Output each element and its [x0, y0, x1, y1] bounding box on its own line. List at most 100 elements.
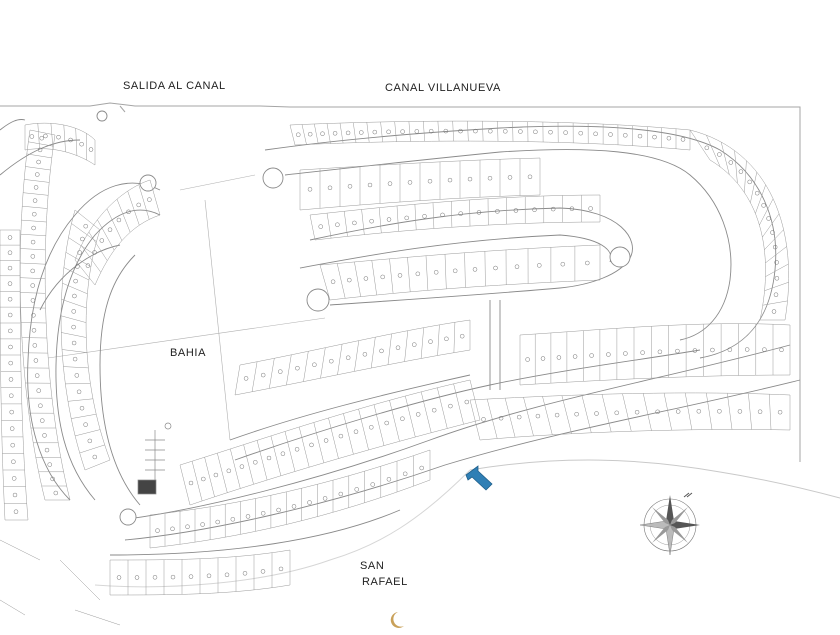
bahia-label: BAHIA	[170, 347, 206, 359]
lot-marker	[267, 456, 271, 460]
lot-marker	[31, 269, 35, 273]
lot-marker	[774, 293, 778, 297]
lot-divider	[623, 394, 632, 432]
lot-divider	[763, 301, 788, 305]
lot-divider	[286, 355, 291, 385]
lot-marker	[590, 354, 594, 358]
lot-divider	[664, 393, 672, 430]
lot-marker	[653, 135, 657, 139]
lot-marker	[171, 527, 175, 531]
lot-divider	[327, 124, 331, 144]
lot-divider	[379, 208, 381, 233]
lot-divider	[75, 260, 95, 285]
lot-marker	[667, 136, 671, 140]
lot-divider	[602, 394, 611, 432]
lot-divider	[290, 125, 295, 145]
lot-marker	[329, 359, 333, 363]
lot-divider	[304, 351, 309, 381]
lot-marker	[705, 146, 709, 150]
lot-marker	[352, 221, 356, 225]
lot-marker	[74, 279, 78, 283]
lot-marker	[473, 267, 477, 271]
lot-divider	[27, 154, 52, 158]
lot-divider	[354, 341, 358, 372]
lot-marker	[156, 529, 160, 533]
crescent-logo-icon	[391, 612, 404, 628]
lot-marker	[346, 356, 350, 360]
lot-marker	[8, 266, 12, 270]
lot-marker	[710, 348, 714, 352]
lot-marker	[468, 177, 472, 181]
lot-divider	[408, 257, 411, 292]
lot-marker	[84, 224, 88, 228]
lot-marker	[54, 491, 58, 495]
lot-marker	[9, 361, 13, 365]
lot-marker	[429, 340, 433, 344]
lot-marker	[321, 132, 325, 136]
lot-edge	[690, 130, 789, 320]
lot-marker	[354, 430, 358, 434]
lot-marker	[11, 443, 15, 447]
lot-edge	[240, 320, 470, 365]
lot-marker	[717, 153, 721, 157]
lot-marker	[10, 410, 14, 414]
lot-edge	[0, 230, 5, 520]
lot-marker	[171, 575, 175, 579]
lot-divider	[340, 123, 343, 143]
lot-marker	[277, 508, 281, 512]
lot-marker	[43, 134, 47, 138]
lot-divider	[314, 124, 318, 144]
lot-marker	[88, 439, 92, 443]
lot-marker	[292, 504, 296, 508]
lot-marker	[403, 472, 407, 476]
lot-marker	[575, 412, 579, 416]
lot-divider	[438, 325, 440, 356]
lot-divider	[748, 394, 751, 430]
lot-marker	[186, 525, 190, 529]
lot-divider	[62, 299, 87, 308]
lot-marker	[328, 186, 332, 190]
lot-divider	[454, 322, 455, 352]
lot-marker	[388, 182, 392, 186]
lot-marker	[281, 452, 285, 456]
lot-edge	[180, 380, 470, 465]
lot-divider	[438, 121, 439, 141]
lot-divider	[81, 246, 101, 273]
lot-edge	[150, 480, 430, 548]
lot-divider	[38, 123, 40, 148]
lot-divider	[765, 282, 789, 291]
lot-marker	[261, 511, 265, 515]
lot-marker	[717, 409, 721, 413]
lot-marker	[459, 129, 463, 133]
lot-marker	[385, 421, 389, 425]
lot-divider	[766, 264, 789, 277]
lot-marker	[308, 132, 312, 136]
lot-marker	[615, 411, 619, 415]
lot-marker	[147, 198, 151, 202]
lot-marker	[638, 134, 642, 138]
lot-marker	[508, 175, 512, 179]
lot-marker	[31, 254, 35, 258]
lot-marker	[585, 261, 589, 265]
lot-marker	[37, 160, 41, 164]
lot-marker	[748, 180, 752, 184]
lot-divider	[64, 125, 66, 152]
lot-divider	[205, 457, 215, 497]
lot-marker	[100, 239, 104, 243]
lot-divider	[359, 409, 369, 450]
lot-marker	[518, 130, 522, 134]
lot-marker	[494, 266, 498, 270]
lot-marker	[528, 175, 532, 179]
lot-divider	[21, 308, 46, 309]
lot-divider	[61, 316, 86, 323]
lot-divider	[21, 234, 46, 236]
lot-marker	[595, 412, 599, 416]
lot-divider	[423, 121, 424, 141]
lot-marker	[355, 487, 359, 491]
lot-divider	[562, 396, 572, 434]
lot-marker	[9, 345, 13, 349]
lot-divider	[75, 430, 100, 436]
lot-marker	[380, 349, 384, 353]
lot-divider	[71, 414, 96, 418]
